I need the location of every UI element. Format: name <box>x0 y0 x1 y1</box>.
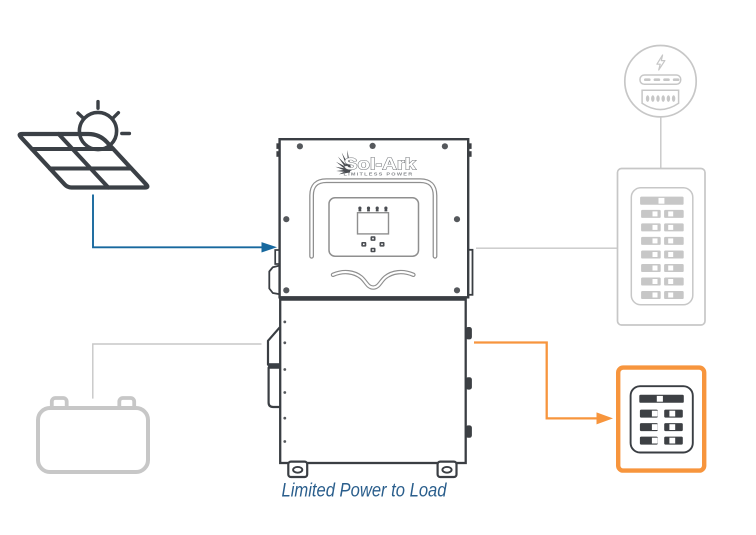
left-conduit-upper <box>266 326 281 366</box>
orange-arrowhead <box>596 412 613 425</box>
inverter-feet <box>287 460 458 479</box>
face-arch <box>309 178 438 259</box>
utility-meter-icon <box>623 44 698 168</box>
meter-dial-block <box>641 89 680 111</box>
highlight-border <box>616 365 707 473</box>
meter-dial-dots <box>645 95 676 102</box>
inverter-icon: Sol-Ark LIMITLESS POWER <box>266 137 474 479</box>
caption-label: Limited Power to Load <box>282 481 448 502</box>
inverter-to-loads-arrow-icon <box>474 341 613 425</box>
brand-name: Sol-Ark <box>344 155 417 174</box>
breaker-frame <box>629 385 694 454</box>
brand-tagline: LIMITLESS POWER <box>344 172 414 177</box>
breakers <box>639 394 684 445</box>
panel-grid-lines <box>29 132 134 190</box>
lcd-screen <box>356 211 390 235</box>
solar-to-inverter-arrow-icon <box>92 194 277 253</box>
battery-to-inverter-line <box>92 343 262 399</box>
meter-display <box>639 74 682 86</box>
sun-icon <box>76 99 132 152</box>
display-cluster <box>328 197 420 257</box>
left-clamp <box>268 264 281 296</box>
sun-rays <box>76 99 132 136</box>
breaker-frame <box>630 187 694 306</box>
top-corner-lugs <box>276 143 472 157</box>
screws <box>283 142 461 294</box>
battery-body <box>36 406 150 474</box>
inverter-lower-cabinet <box>279 298 467 465</box>
keypad-buttons <box>361 236 385 253</box>
status-leds <box>358 206 388 212</box>
solar-panel-icon <box>17 99 150 190</box>
lightning-bolt-icon <box>656 54 666 71</box>
main-breaker-panel-icon <box>476 167 706 326</box>
vent-curve <box>330 269 416 290</box>
solark-logo: Sol-Ark LIMITLESS POWER <box>335 150 417 177</box>
critical-loads-panel-icon <box>616 365 707 473</box>
solark-sunburst-icon <box>335 150 352 175</box>
blue-arrowhead <box>261 242 277 253</box>
battery-icon <box>36 343 262 474</box>
cabinet-rivets <box>283 320 287 443</box>
breakers <box>640 196 684 299</box>
left-conduit-lower <box>267 366 280 409</box>
inverter-side-tabs <box>465 327 472 438</box>
panel-grid-frame <box>17 131 150 190</box>
meter-display-dashes <box>644 78 680 81</box>
